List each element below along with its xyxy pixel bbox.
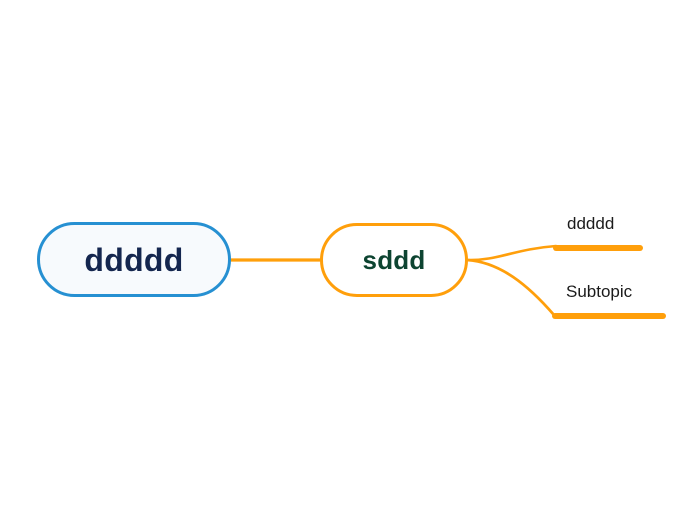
mindmap-topic-node[interactable]: sddd (320, 223, 468, 297)
mindmap-root-node[interactable]: ddddd (37, 222, 231, 297)
mindmap-subtopic-underline-1 (553, 245, 643, 251)
connector-topic-to-subtopic-1 (465, 244, 558, 262)
mindmap-root-label: ddddd (84, 241, 184, 278)
mindmap-subtopic-node-2[interactable]: Subtopic (552, 282, 666, 319)
mindmap-subtopic-label-1: ddddd (567, 214, 615, 233)
mindmap-subtopic-underline-2 (552, 313, 666, 319)
mindmap-subtopic-node-1[interactable]: ddddd (553, 214, 643, 251)
mindmap-subtopic-label-2: Subtopic (566, 282, 633, 301)
mindmap-topic-label: sddd (362, 245, 426, 275)
connector-topic-to-subtopic-2 (465, 258, 556, 317)
